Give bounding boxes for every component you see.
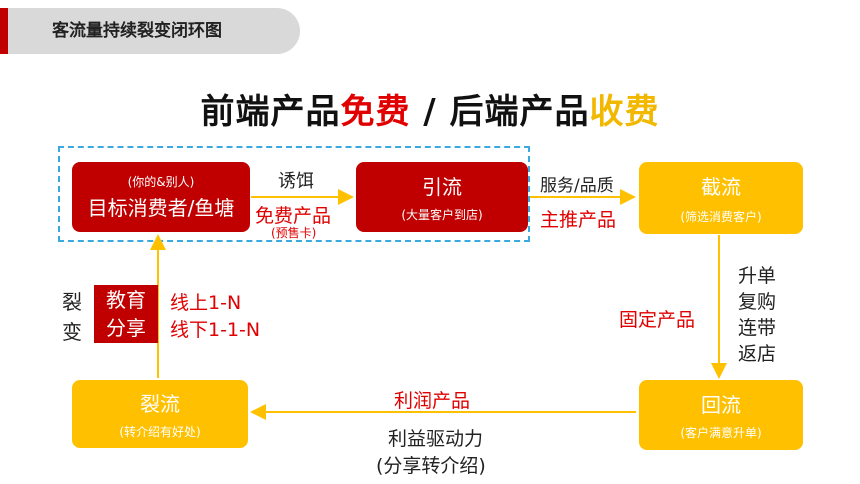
fission-box-line-2: 分享 <box>106 316 146 340</box>
fission-char-1: 裂 <box>62 290 82 314</box>
node-target-consumers: (你的&别人) 目标消费者/鱼塘 <box>72 162 250 232</box>
fission-box-line-1: 教育 <box>106 288 146 312</box>
node-yinliu-sub: (大量客户到店) <box>401 208 483 222</box>
upsell-item-3: 连带 <box>738 317 777 339</box>
node-target-sub: (你的&别人) <box>127 175 195 189</box>
upsell-item-2: 复购 <box>738 291 777 313</box>
label-main-product: 主推产品 <box>540 209 617 231</box>
node-lieliu: 裂流 (转介绍有好处) <box>72 380 248 448</box>
upsell-item-1: 升单 <box>738 265 777 287</box>
fission-box: 教育 分享 <box>94 285 158 343</box>
headline-free: 免费 <box>340 92 411 132</box>
label-profit-drive: 利益驱动力 <box>388 428 484 450</box>
upsell-list: 升单 复购 连带 返店 <box>738 263 776 367</box>
header-background <box>0 8 300 54</box>
label-fixed-product: 固定产品 <box>619 309 696 331</box>
label-free-product: 免费产品 <box>255 205 332 227</box>
node-target-main: 目标消费者/鱼塘 <box>87 196 235 220</box>
node-yinliu-main: 引流 <box>422 175 462 199</box>
node-huiliu: 回流 (客户满意升单) <box>639 380 803 450</box>
node-jieliu-main: 截流 <box>701 175 741 199</box>
fission-chars: 裂 变 <box>62 287 82 347</box>
node-yinliu: 引流 (大量客户到店) <box>356 162 528 232</box>
headline: 前端产品免费 / 后端产品收费 <box>0 84 860 133</box>
headline-part-back: / 后端产品 <box>410 92 590 132</box>
fission-char-2: 变 <box>62 320 82 344</box>
label-service-quality: 服务/品质 <box>540 176 614 196</box>
headline-charge: 收费 <box>589 92 660 132</box>
label-online: 线上1-N <box>170 292 242 314</box>
label-presale-card: (预售卡) <box>271 226 317 240</box>
node-huiliu-sub: (客户满意升单) <box>680 426 762 440</box>
node-jieliu-sub: (筛选消费客户) <box>680 210 762 224</box>
page-title: 客流量持续裂变闭环图 <box>52 21 222 41</box>
label-share-referral: (分享转介绍) <box>376 455 486 477</box>
label-bait: 诱饵 <box>278 171 314 192</box>
label-profit-product: 利润产品 <box>394 390 471 412</box>
node-huiliu-main: 回流 <box>701 393 741 417</box>
header-accent-bar <box>0 8 8 54</box>
header-tab: 客流量持续裂变闭环图 <box>0 8 300 54</box>
headline-part-front: 前端产品 <box>200 92 341 132</box>
node-lieliu-sub: (转介绍有好处) <box>119 425 201 439</box>
label-offline: 线下1-1-N <box>170 319 261 341</box>
frontend-dashed-frame <box>58 146 530 242</box>
upsell-item-4: 返店 <box>738 343 777 365</box>
node-lieliu-main: 裂流 <box>140 392 180 416</box>
node-jieliu: 截流 (筛选消费客户) <box>639 162 803 234</box>
